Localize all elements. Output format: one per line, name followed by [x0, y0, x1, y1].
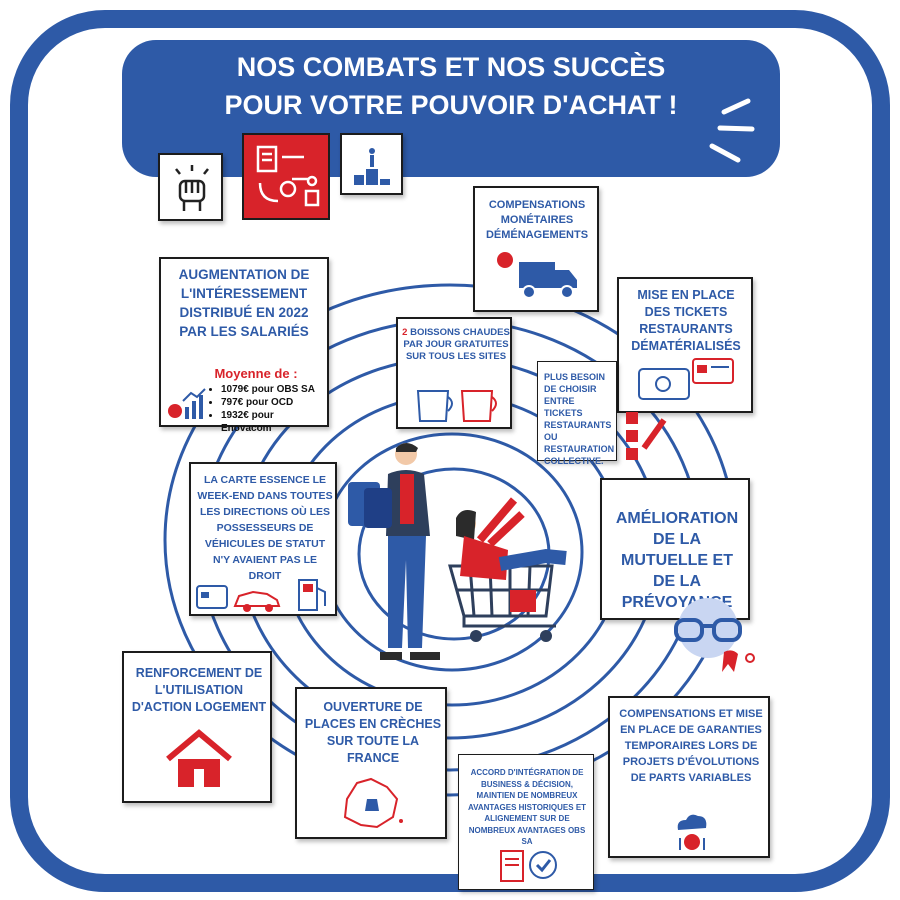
fuel-pump-icon: [298, 579, 318, 611]
badge-icon: [529, 851, 557, 879]
card-creches: OUVERTURE DE PLACES EN CRÈCHES SUR TOUTE…: [295, 687, 447, 839]
card-boissons: 2 BOISSONS CHAUDES PAR JOUR GRATUITES SU…: [396, 317, 512, 429]
fist-icon-tile: [158, 153, 223, 221]
banner-strokes: [709, 98, 755, 163]
ticket-card-icon: [638, 358, 734, 400]
tooth-icon: [722, 650, 738, 672]
card-interessement-title: AUGMENTATION DE L'INTÉRESSEMENT DISTRIBU…: [178, 267, 310, 339]
card-tickets-title: MISE EN PLACE DES TICKETS RESTAURANTS DÉ…: [631, 288, 741, 353]
header-banner: [122, 40, 780, 177]
list-item: 797€ pour OCD: [221, 396, 327, 409]
chart-icon: [168, 388, 206, 419]
card-essence-title: LA CARTE ESSENCE LE WEEK-END DANS TOUTES…: [197, 474, 333, 582]
card-boissons-title: 2 BOISSONS CHAUDES PAR JOUR GRATUITES SU…: [402, 327, 510, 363]
average-label: Moyenne de :: [214, 366, 298, 381]
card-accord: ACCORD D'INTÉGRATION DE BUSINESS & DÉCIS…: [458, 754, 594, 890]
france-map-icon: [343, 777, 403, 829]
process-icon-tile: [242, 133, 330, 220]
card-logement-title: RENFORCEMENT DE L'UTILISATION D'ACTION L…: [131, 666, 267, 714]
page-title: NOS COMBATS ET NOS SUCCÈS POUR VOTRE POU…: [122, 48, 780, 124]
card-garanties: COMPENSATIONS ET MISE EN PLACE DE GARANT…: [608, 696, 770, 858]
card-creches-title: OUVERTURE DE PLACES EN CRÈCHES SUR TOUTE…: [304, 700, 442, 765]
card-tickets: MISE EN PLACE DES TICKETS RESTAURANTS DÉ…: [617, 277, 753, 413]
card-logement: RENFORCEMENT DE L'UTILISATION D'ACTION L…: [122, 651, 272, 803]
card-essence: LA CARTE ESSENCE LE WEEK-END DANS TOUTES…: [189, 462, 337, 616]
fuel-card-icon: [196, 579, 326, 612]
boissons-number: 2: [402, 327, 408, 338]
car-icon: [233, 590, 281, 607]
cup-icon: [416, 390, 497, 422]
process-icon: [256, 145, 320, 207]
house-icon: [166, 729, 232, 787]
podium-icon-tile: [340, 133, 403, 195]
card-interessement: AUGMENTATION DE L'INTÉRESSEMENT DISTRIBU…: [159, 257, 329, 434]
average-list: 1079€ pour OBS SA 797€ pour OCD 1932€ po…: [207, 383, 327, 435]
checklist-icon: [626, 412, 667, 460]
piggy-cloud-icon: [677, 814, 707, 850]
coins-icon: [497, 252, 513, 268]
podium-icon: [354, 148, 390, 185]
list-item: 1932€ pour Enovacom: [221, 409, 327, 435]
card-choisir-title: PLUS BESOIN DE CHOISIR ENTRE TICKETS RES…: [544, 372, 615, 466]
card-demenagements-title: COMPENSATIONS MONÉTAIRES DÉMÉNAGEMENTS: [485, 199, 589, 241]
document-icon: [500, 850, 557, 882]
shoppers-illustration: [348, 443, 567, 660]
title-line-1: NOS COMBATS ET NOS SUCCÈS: [236, 52, 666, 82]
card-garanties-title: COMPENSATIONS ET MISE EN PLACE DE GARANT…: [619, 708, 763, 784]
list-item: 1079€ pour OBS SA: [221, 383, 327, 396]
card-accord-title: ACCORD D'INTÉGRATION DE BUSINESS & DÉCIS…: [467, 768, 587, 846]
glasses-icon: [674, 598, 755, 672]
title-line-2: POUR VOTRE POUVOIR D'ACHAT !: [224, 90, 678, 120]
card-choisir: PLUS BESOIN DE CHOISIR ENTRE TICKETS RES…: [537, 361, 617, 466]
truck-icon: [497, 252, 577, 299]
card-demenagements: COMPENSATIONS MONÉTAIRES DÉMÉNAGEMENTS: [473, 186, 599, 312]
boissons-text: BOISSONS CHAUDES PAR JOUR GRATUITES SUR …: [403, 327, 510, 362]
card-mutuelle-title: AMÉLIORATION DE LA MUTUELLE ET DE LA PRÉ…: [615, 510, 739, 611]
card-mutuelle: AMÉLIORATION DE LA MUTUELLE ET DE LA PRÉ…: [600, 478, 750, 620]
fist-icon: [175, 165, 209, 211]
